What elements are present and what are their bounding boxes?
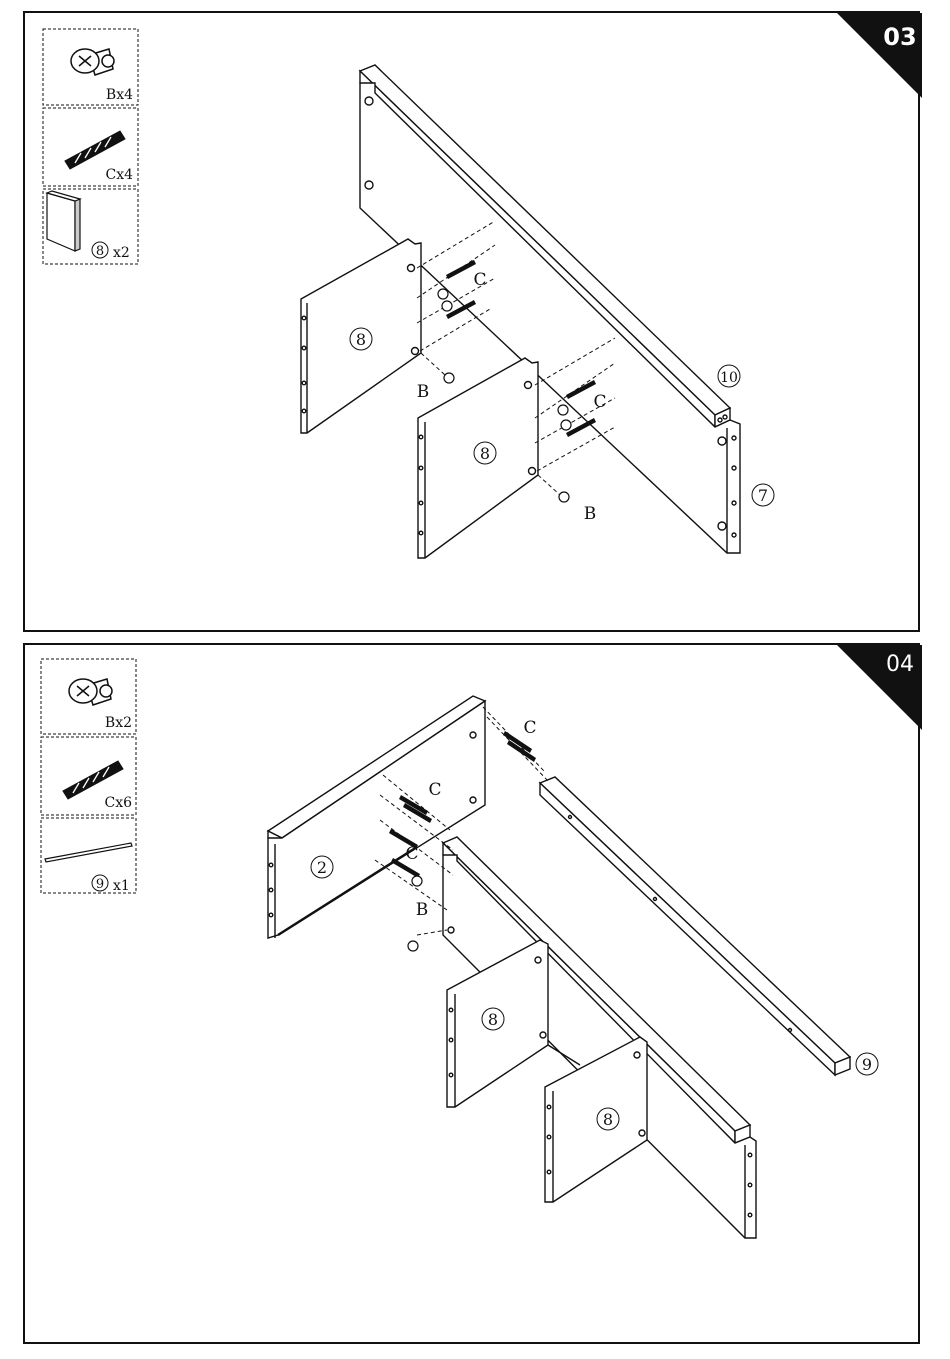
dowel-icon: [63, 761, 123, 799]
dowel-icon: [65, 131, 125, 169]
part-c-label: Cx6: [104, 795, 132, 811]
panel-8-b: [418, 358, 538, 558]
callout-dowel-c-b: C: [428, 780, 441, 800]
callout-dowel-c-a: C: [473, 270, 486, 290]
callout-cam-b-a: B: [417, 382, 430, 402]
cam-lock-icon: [69, 679, 112, 705]
step-04-panel: 04 Bx2 Cx6 9 x1: [23, 643, 920, 1344]
part-8-qty: x2: [113, 245, 130, 261]
step-badge: 04: [837, 645, 922, 730]
part-9-qty: x1: [113, 878, 130, 894]
rail-icon: [45, 843, 132, 862]
callout-rail-10: 10: [720, 370, 738, 386]
step-04-diagram: 04 Bx2 Cx6 9 x1: [25, 645, 922, 1346]
callout-side-7: 7: [758, 486, 768, 505]
step-03-diagram: 03 Bx4 Cx4 8 x2: [25, 13, 922, 634]
callout-panel-8-a: 8: [488, 1010, 498, 1029]
part-b-label: Bx2: [105, 715, 132, 731]
cam-lock-icon: [71, 49, 114, 75]
callout-cam-b: B: [416, 900, 429, 920]
panel-8-b: [545, 1037, 647, 1202]
step-number: 04: [886, 652, 914, 677]
part-b-label: Bx4: [106, 87, 133, 103]
callout-cam-b-b: B: [584, 504, 597, 524]
step-03-panel: 03 Bx4 Cx4 8 x2: [23, 11, 920, 632]
callout-rail-9: 9: [862, 1055, 872, 1074]
callout-panel-8-b: 8: [480, 444, 490, 463]
callout-dowel-c-b: C: [593, 392, 606, 412]
part-c-label: Cx4: [105, 167, 133, 183]
part-8-number: 8: [96, 244, 104, 259]
panel-icon: [47, 191, 80, 251]
callout-back-2: 2: [317, 858, 327, 877]
callout-panel-8-a: 8: [356, 330, 366, 349]
part-9-number: 9: [96, 877, 104, 892]
callout-dowel-c-c: C: [405, 844, 418, 864]
step-number: 03: [883, 23, 916, 51]
callout-panel-8-b: 8: [603, 1110, 613, 1129]
step-badge: 03: [837, 13, 922, 98]
callout-dowel-c-a: C: [523, 718, 536, 738]
